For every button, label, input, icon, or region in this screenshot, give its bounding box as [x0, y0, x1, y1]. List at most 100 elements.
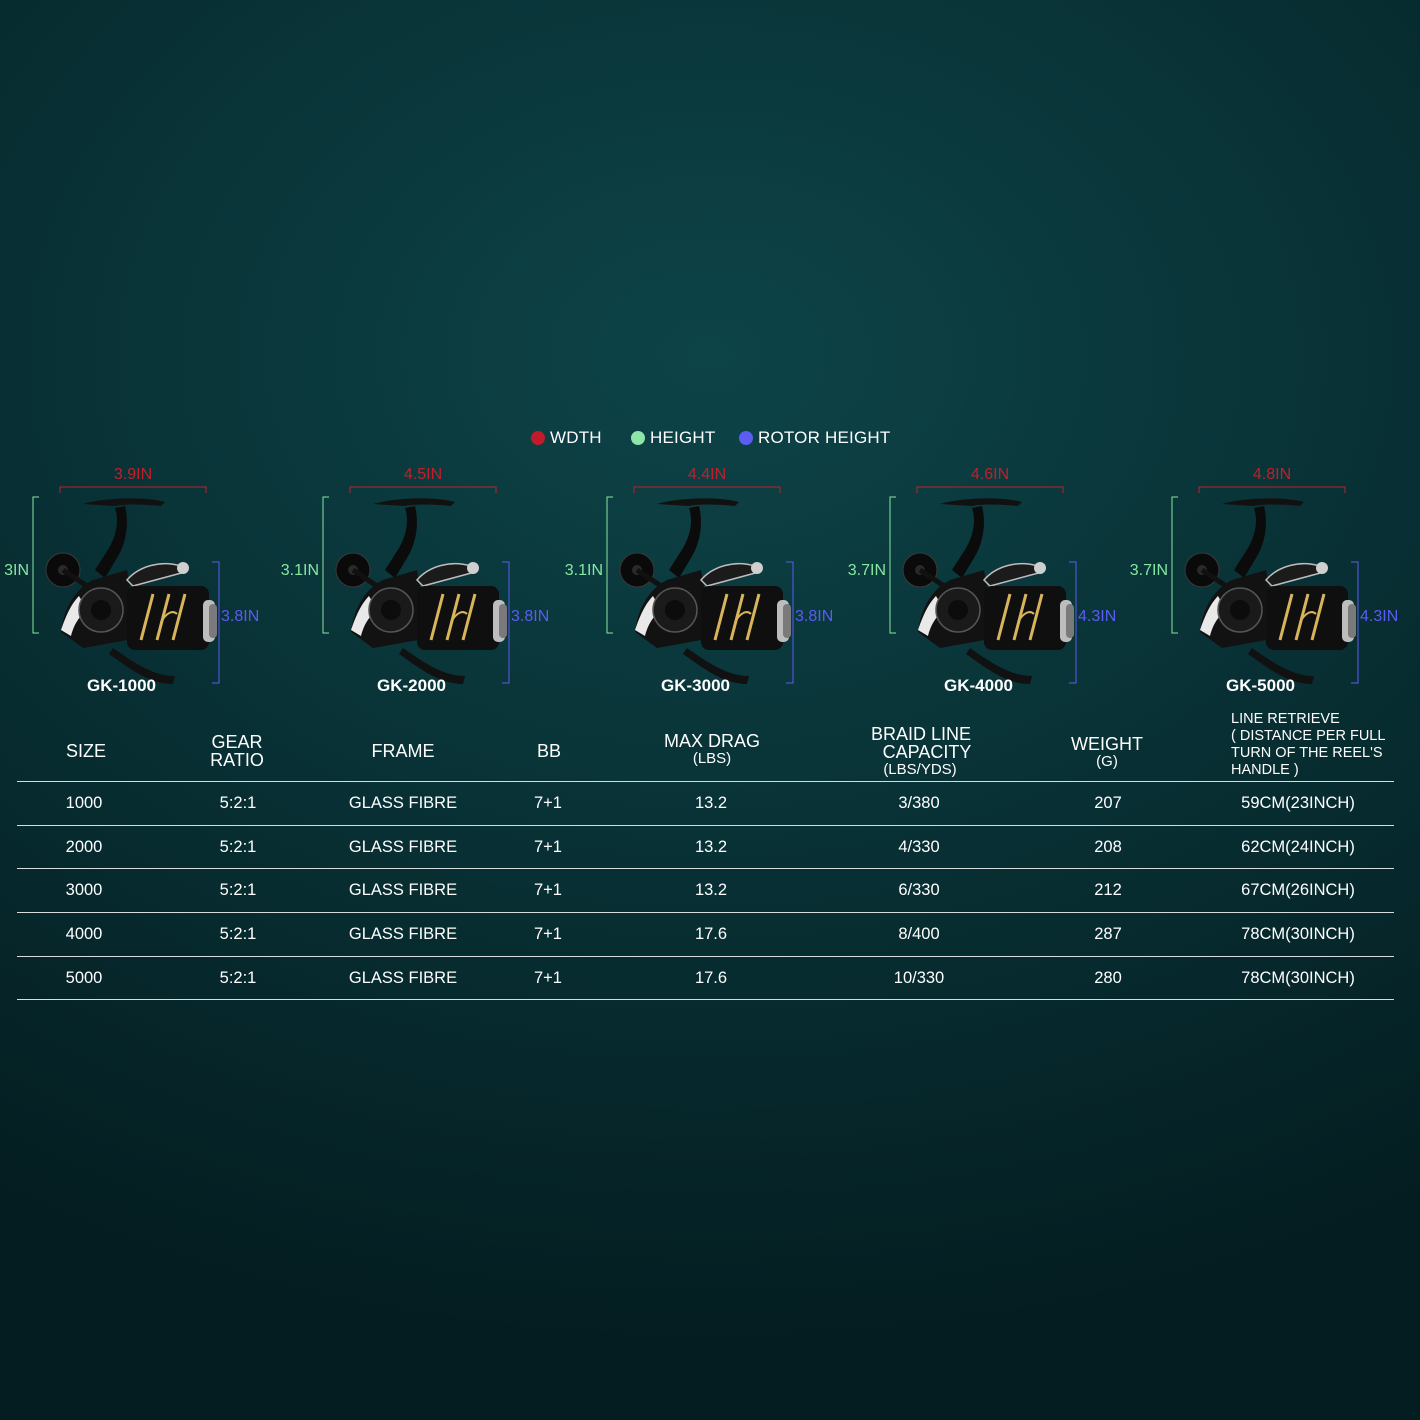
cell-frame: GLASS FIBRE: [348, 837, 458, 856]
cell-frame: GLASS FIBRE: [348, 881, 458, 900]
cell-gear-ratio: 5:2:1: [219, 925, 257, 944]
legend-dot-width: [531, 431, 545, 445]
cell-max-drag: 17.6: [694, 925, 728, 944]
reel-model-label: GK-1000: [87, 676, 156, 695]
cell-braid-capacity: 6/330: [898, 881, 940, 900]
header-braid-unit: (LBS/YDS): [883, 761, 957, 778]
legend-item-width: WDTH: [531, 428, 602, 448]
header-braid-line2: CAPACITY: [882, 742, 972, 762]
cell-gear-ratio: 5:2:1: [219, 794, 257, 812]
legend-dot-rotor-height: [739, 431, 753, 445]
height-dimension-bracket: [1171, 496, 1178, 634]
cell-weight: 207: [1094, 794, 1122, 812]
cell-braid-capacity: 8/400: [898, 925, 940, 944]
reel-model-label: GK-4000: [944, 676, 1013, 695]
header-max-drag-unit: (LBS): [692, 750, 732, 767]
width-value-label: 3.9IN: [113, 466, 153, 483]
dimension-legend: WDTH HEIGHT ROTOR HEIGHT: [0, 428, 1420, 450]
width-dimension-bracket: [633, 486, 781, 493]
cell-weight: 208: [1094, 837, 1122, 856]
rotor-height-dimension-bracket: [1069, 561, 1077, 684]
rotor-height-value-label: 3.8IN: [221, 608, 260, 625]
width-dimension-bracket: [1198, 486, 1346, 493]
width-value-label: 4.4IN: [687, 466, 727, 483]
rotor-height-value-label: 3.8IN: [795, 608, 834, 625]
header-max-drag: MAX DRAG (LBS): [637, 732, 787, 768]
cell-line-retrieve: 78CM(30INCH): [1241, 968, 1355, 987]
height-value-label: 3.1IN: [564, 562, 603, 579]
cell-line-retrieve: 62CM(24INCH): [1241, 837, 1355, 856]
cell-size: 4000: [65, 925, 103, 944]
legend-label-width: WDTH: [550, 428, 602, 447]
header-frame: FRAME: [371, 741, 435, 761]
reel-art: [889, 486, 1077, 684]
header-gear-ratio-line2: RATIO: [210, 750, 264, 770]
cell-frame: GLASS FIBRE: [348, 794, 458, 812]
reel-model-label: GK-2000: [377, 676, 446, 695]
reel-figure: 3.9IN 3IN 3.8IN GK-1000: [4, 462, 290, 702]
cell-frame: GLASS FIBRE: [348, 925, 458, 944]
header-retrieve-line3: TURN OF THE REEL'S: [1231, 745, 1383, 761]
table-header: SIZE GEAR RATIO FRAME BB MAX DRAG (LBS) …: [17, 708, 1394, 782]
header-bb: BB: [536, 741, 561, 761]
cell-braid-capacity: 3/380: [898, 794, 940, 812]
spinning-reel-icon: [335, 498, 507, 684]
cell-size: 2000: [65, 837, 103, 856]
cell-braid-capacity: 4/330: [898, 837, 940, 856]
legend-item-rotor-height: ROTOR HEIGHT: [739, 428, 890, 448]
header-gear-ratio-line1: GEAR: [211, 732, 263, 752]
spinning-reel-icon: [902, 498, 1074, 684]
height-value-label: 3.1IN: [280, 562, 319, 579]
height-dimension-bracket: [606, 496, 613, 634]
cell-weight: 280: [1094, 968, 1122, 987]
cell-gear-ratio: 5:2:1: [219, 968, 257, 987]
cell-bb: 7+1: [534, 968, 562, 987]
rotor-height-dimension-bracket: [502, 561, 510, 684]
cell-bb: 7+1: [534, 794, 562, 812]
width-dimension-bracket: [916, 486, 1064, 493]
spinning-reel-icon: [1184, 498, 1356, 684]
cell-line-retrieve: 59CM(23INCH): [1241, 794, 1355, 812]
cell-max-drag: 13.2: [694, 837, 728, 856]
cell-max-drag: 13.2: [694, 881, 728, 900]
legend-dot-height: [631, 431, 645, 445]
header-size: SIZE: [65, 741, 106, 761]
spec-table: SIZE GEAR RATIO FRAME BB MAX DRAG (LBS) …: [17, 708, 1394, 1001]
cell-line-retrieve: 67CM(26INCH): [1241, 881, 1355, 900]
cell-bb: 7+1: [534, 881, 562, 900]
cell-braid-capacity: 10/330: [893, 968, 945, 987]
width-value-label: 4.5IN: [403, 466, 443, 483]
header-retrieve-line1: LINE RETRIEVE: [1231, 711, 1340, 727]
cell-size: 5000: [65, 968, 103, 987]
reel-art: [32, 486, 220, 684]
header-max-drag-label: MAX DRAG: [663, 731, 760, 751]
cell-max-drag: 13.2: [694, 794, 728, 812]
cell-weight: 287: [1094, 925, 1122, 944]
cell-line-retrieve: 78CM(30INCH): [1241, 925, 1355, 944]
cell-weight: 212: [1094, 881, 1122, 900]
cell-frame: GLASS FIBRE: [348, 968, 458, 987]
table-row: 5000 5:2:1 GLASS FIBRE 7+1 17.6 10/330 280 78CM…: [17, 957, 1394, 1001]
cell-size: 3000: [65, 881, 103, 900]
height-value-label: 3IN: [4, 562, 29, 579]
header-braid-line-capacity: BRAID LINE CAPACITY (LBS/YDS): [837, 725, 1017, 779]
reel-art: [322, 486, 510, 684]
spinning-reel-icon: [619, 498, 791, 684]
width-value-label: 4.6IN: [970, 466, 1010, 483]
height-dimension-bracket: [889, 496, 896, 634]
header-braid-line1: BRAID LINE: [870, 724, 972, 744]
reel-model-label: GK-5000: [1226, 676, 1295, 695]
cell-max-drag: 17.6: [694, 968, 728, 987]
cell-gear-ratio: 5:2:1: [219, 837, 257, 856]
reel-art: [1171, 486, 1359, 684]
width-dimension-bracket: [59, 486, 207, 493]
header-retrieve-line4: HANDLE ): [1231, 762, 1299, 778]
legend-label-rotor-height: ROTOR HEIGHT: [758, 428, 891, 447]
